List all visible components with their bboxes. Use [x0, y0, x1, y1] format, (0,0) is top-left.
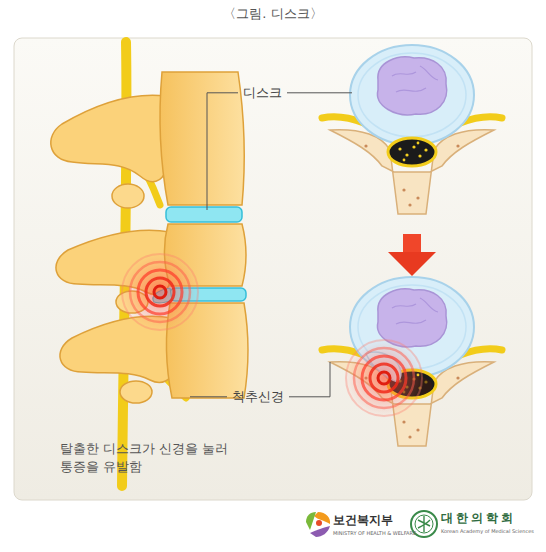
- symbol-use: [322, 277, 502, 446]
- note-text: 탈출한 디스크가 신경을 눌러 통증을 유발함: [60, 440, 242, 476]
- shape-ellipse: [112, 184, 144, 208]
- down-arrow: [388, 234, 436, 276]
- shape-ellipse: [120, 381, 152, 403]
- logo-text: 대한의학회: [441, 511, 516, 525]
- shape-path: [306, 512, 316, 530]
- disc-section-herniated: [322, 277, 502, 446]
- shape-circle: [415, 515, 433, 533]
- figure-title: 〈그림. 디스크〉: [0, 6, 546, 22]
- leader-line: [190, 396, 227, 397]
- part-label: 디스크: [243, 85, 282, 101]
- logo-text: 보건복지부: [333, 513, 393, 527]
- shape-path: [51, 95, 166, 181]
- leader-line: [289, 362, 330, 397]
- logo-subtext: MINISTRY OF HEALTH & WELFARE: [333, 530, 416, 536]
- symbol-use: [120, 252, 200, 332]
- ministry-logo: [306, 512, 330, 537]
- leader-line: [207, 93, 238, 210]
- disc-section-normal: [322, 45, 502, 214]
- shape-path: [418, 516, 430, 532]
- shape-rect: [403, 234, 421, 254]
- shape-circle: [316, 520, 322, 526]
- spine: [51, 42, 248, 486]
- leader-line: [287, 92, 352, 93]
- symbol-use: [322, 45, 502, 214]
- shape-rect: [166, 207, 242, 222]
- shape-path: [160, 72, 244, 205]
- shape-g: [322, 277, 502, 446]
- part-label: 척추신경: [232, 389, 284, 405]
- symbol-use: [344, 338, 424, 418]
- logo-subtext: Korean Academy of Medical Sciences: [441, 528, 534, 534]
- shape-path: [310, 526, 330, 537]
- panel: [14, 38, 532, 500]
- shape-polygon: [388, 252, 436, 276]
